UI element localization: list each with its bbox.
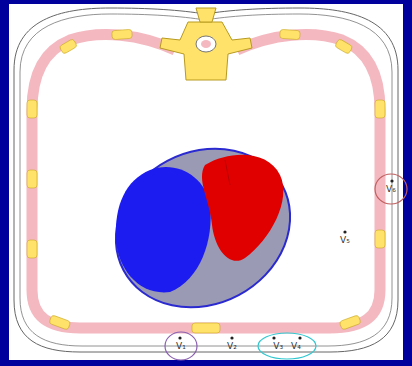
heart <box>88 119 318 338</box>
lead-circle: V₆ <box>374 173 408 205</box>
lead-label: V₅ <box>340 236 350 245</box>
lead-label: V₃ <box>273 342 283 351</box>
lead-label: V₄ <box>291 342 301 351</box>
picture-ground <box>9 4 403 360</box>
skin-outline <box>20 14 392 346</box>
lead-label: V₁ <box>176 342 186 351</box>
circle-outline <box>257 332 317 360</box>
lead-circle: V₃ V₄ <box>257 332 317 360</box>
electrode-dots <box>178 179 393 339</box>
lead-circle: V₁ <box>164 331 198 361</box>
lead-label: V₆ <box>386 185 396 194</box>
vertebra <box>160 8 252 80</box>
lead-label: V₂ <box>227 342 237 351</box>
body-outline <box>14 8 398 352</box>
